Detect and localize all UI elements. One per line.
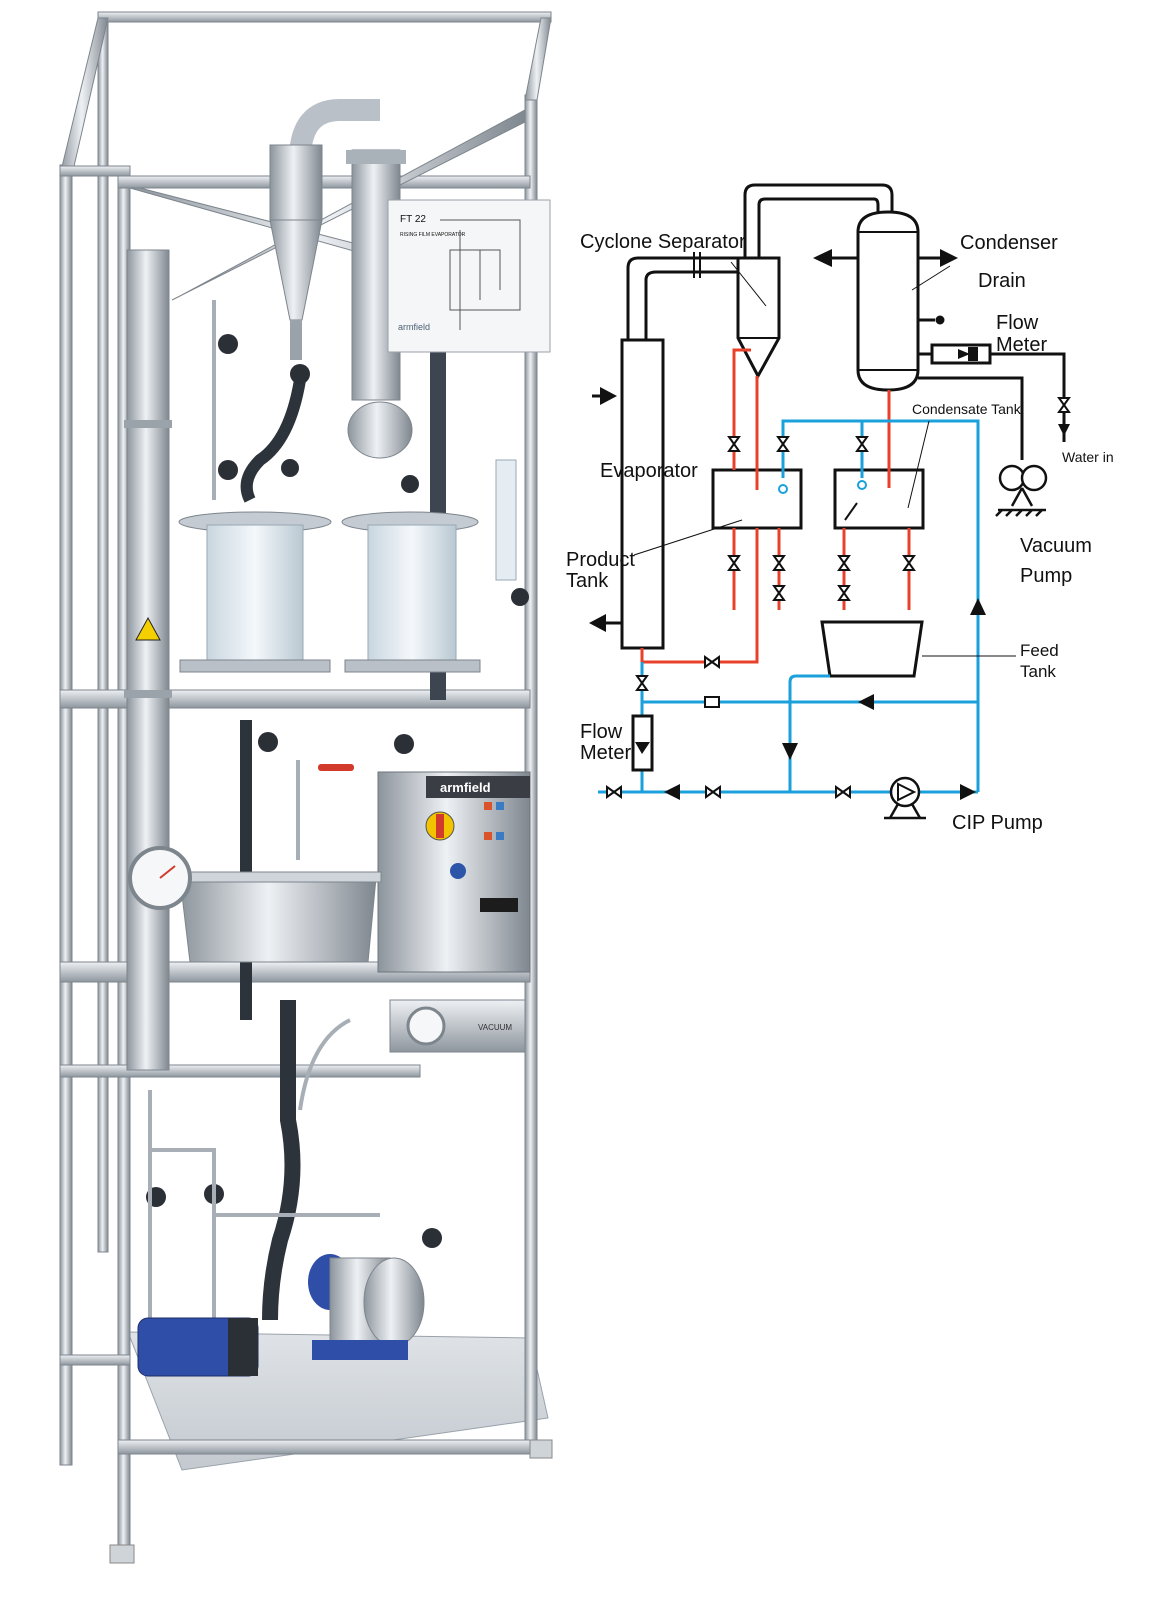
hose [240,379,306,503]
process-lines [592,183,1066,625]
flow-arrows-black [589,249,958,632]
label-cyclone-separator: Cyclone Separator [580,231,746,253]
flow-meter-top-symbol [930,343,992,365]
condenser-symbol [856,210,920,392]
tank-nozzles [778,480,867,494]
vacuum-pump-motor [308,1254,425,1360]
hose [262,1000,301,1321]
foot [109,1544,135,1564]
label-flow-meter-top-1: Flow [996,312,1039,334]
vacuum-panel: VACUUM [389,999,526,1053]
warning-sticker [135,616,161,641]
label-evaporator: Evaporator [600,460,698,482]
label-condensate-tank: Condensate Tank [912,401,1022,417]
info-plate-subtitle: RISING FILM EVAPORATOR [400,232,466,238]
condensate-tank-vessel [341,511,481,673]
cip-pump-symbol [884,776,926,820]
info-plate-brand: armfield [398,322,430,332]
valve-handles [146,334,529,1248]
evaporator-rig-illustration: FT 22 RISING FILM EVAPORATOR armfield ar… [59,11,553,1564]
vacuum-pump-symbol [995,464,1048,517]
red-lever [318,764,354,771]
label-feed-tank-1: Feed [1020,641,1059,660]
label-product-tank-2: Tank [566,570,609,592]
foot [529,1439,553,1459]
valves [606,397,1071,799]
label-water-in: Water in [1062,449,1114,465]
info-plate-title: FT 22 [400,214,426,225]
label-condenser: Condenser [960,232,1058,254]
evaporator-column [126,249,170,1071]
control-box-brand: armfield [440,780,491,795]
label-vacuum-pump-1: Vacuum [1020,535,1092,557]
label-product-tank-1: Product [566,549,635,571]
label-flow-meter-top-2: Meter [996,334,1047,356]
label-drain: Drain [978,270,1026,292]
control-box: armfield [377,771,531,973]
label-flow-meter-low-1: Flow [580,721,623,743]
stainless-tray [175,871,382,963]
flow-arrows-blue-lines [664,598,986,800]
pipe-break-marks [693,252,701,278]
cip-pump-motor [137,1317,259,1377]
flow-meter-tube [495,459,517,581]
evaporator-symbol [620,338,665,650]
flow-meter-low-symbol [631,714,654,772]
label-flow-meter-low-2: Meter [580,742,631,764]
schematic-labels: Cyclone Separator Condenser Drain Flow M… [566,231,1114,834]
cyclone-separator-symbol [736,256,781,380]
pipework [148,300,380,1330]
condensate-tank-symbol [833,468,925,530]
pressure-gauge [128,846,192,910]
vacuum-panel-label: VACUUM [478,1023,512,1032]
product-tank-vessel [178,511,332,673]
water-in-arrow [1058,424,1070,436]
feed-tank-symbol [820,620,924,678]
cyclone-separator-unit [269,99,380,360]
drain-point [935,315,945,325]
info-plate: FT 22 RISING FILM EVAPORATOR armfield [387,199,551,353]
label-vacuum-pump-2: Pump [1020,565,1072,587]
label-feed-tank-2: Tank [1020,662,1056,681]
label-cip-pump: CIP Pump [952,812,1043,834]
leader-lines [633,261,1016,657]
